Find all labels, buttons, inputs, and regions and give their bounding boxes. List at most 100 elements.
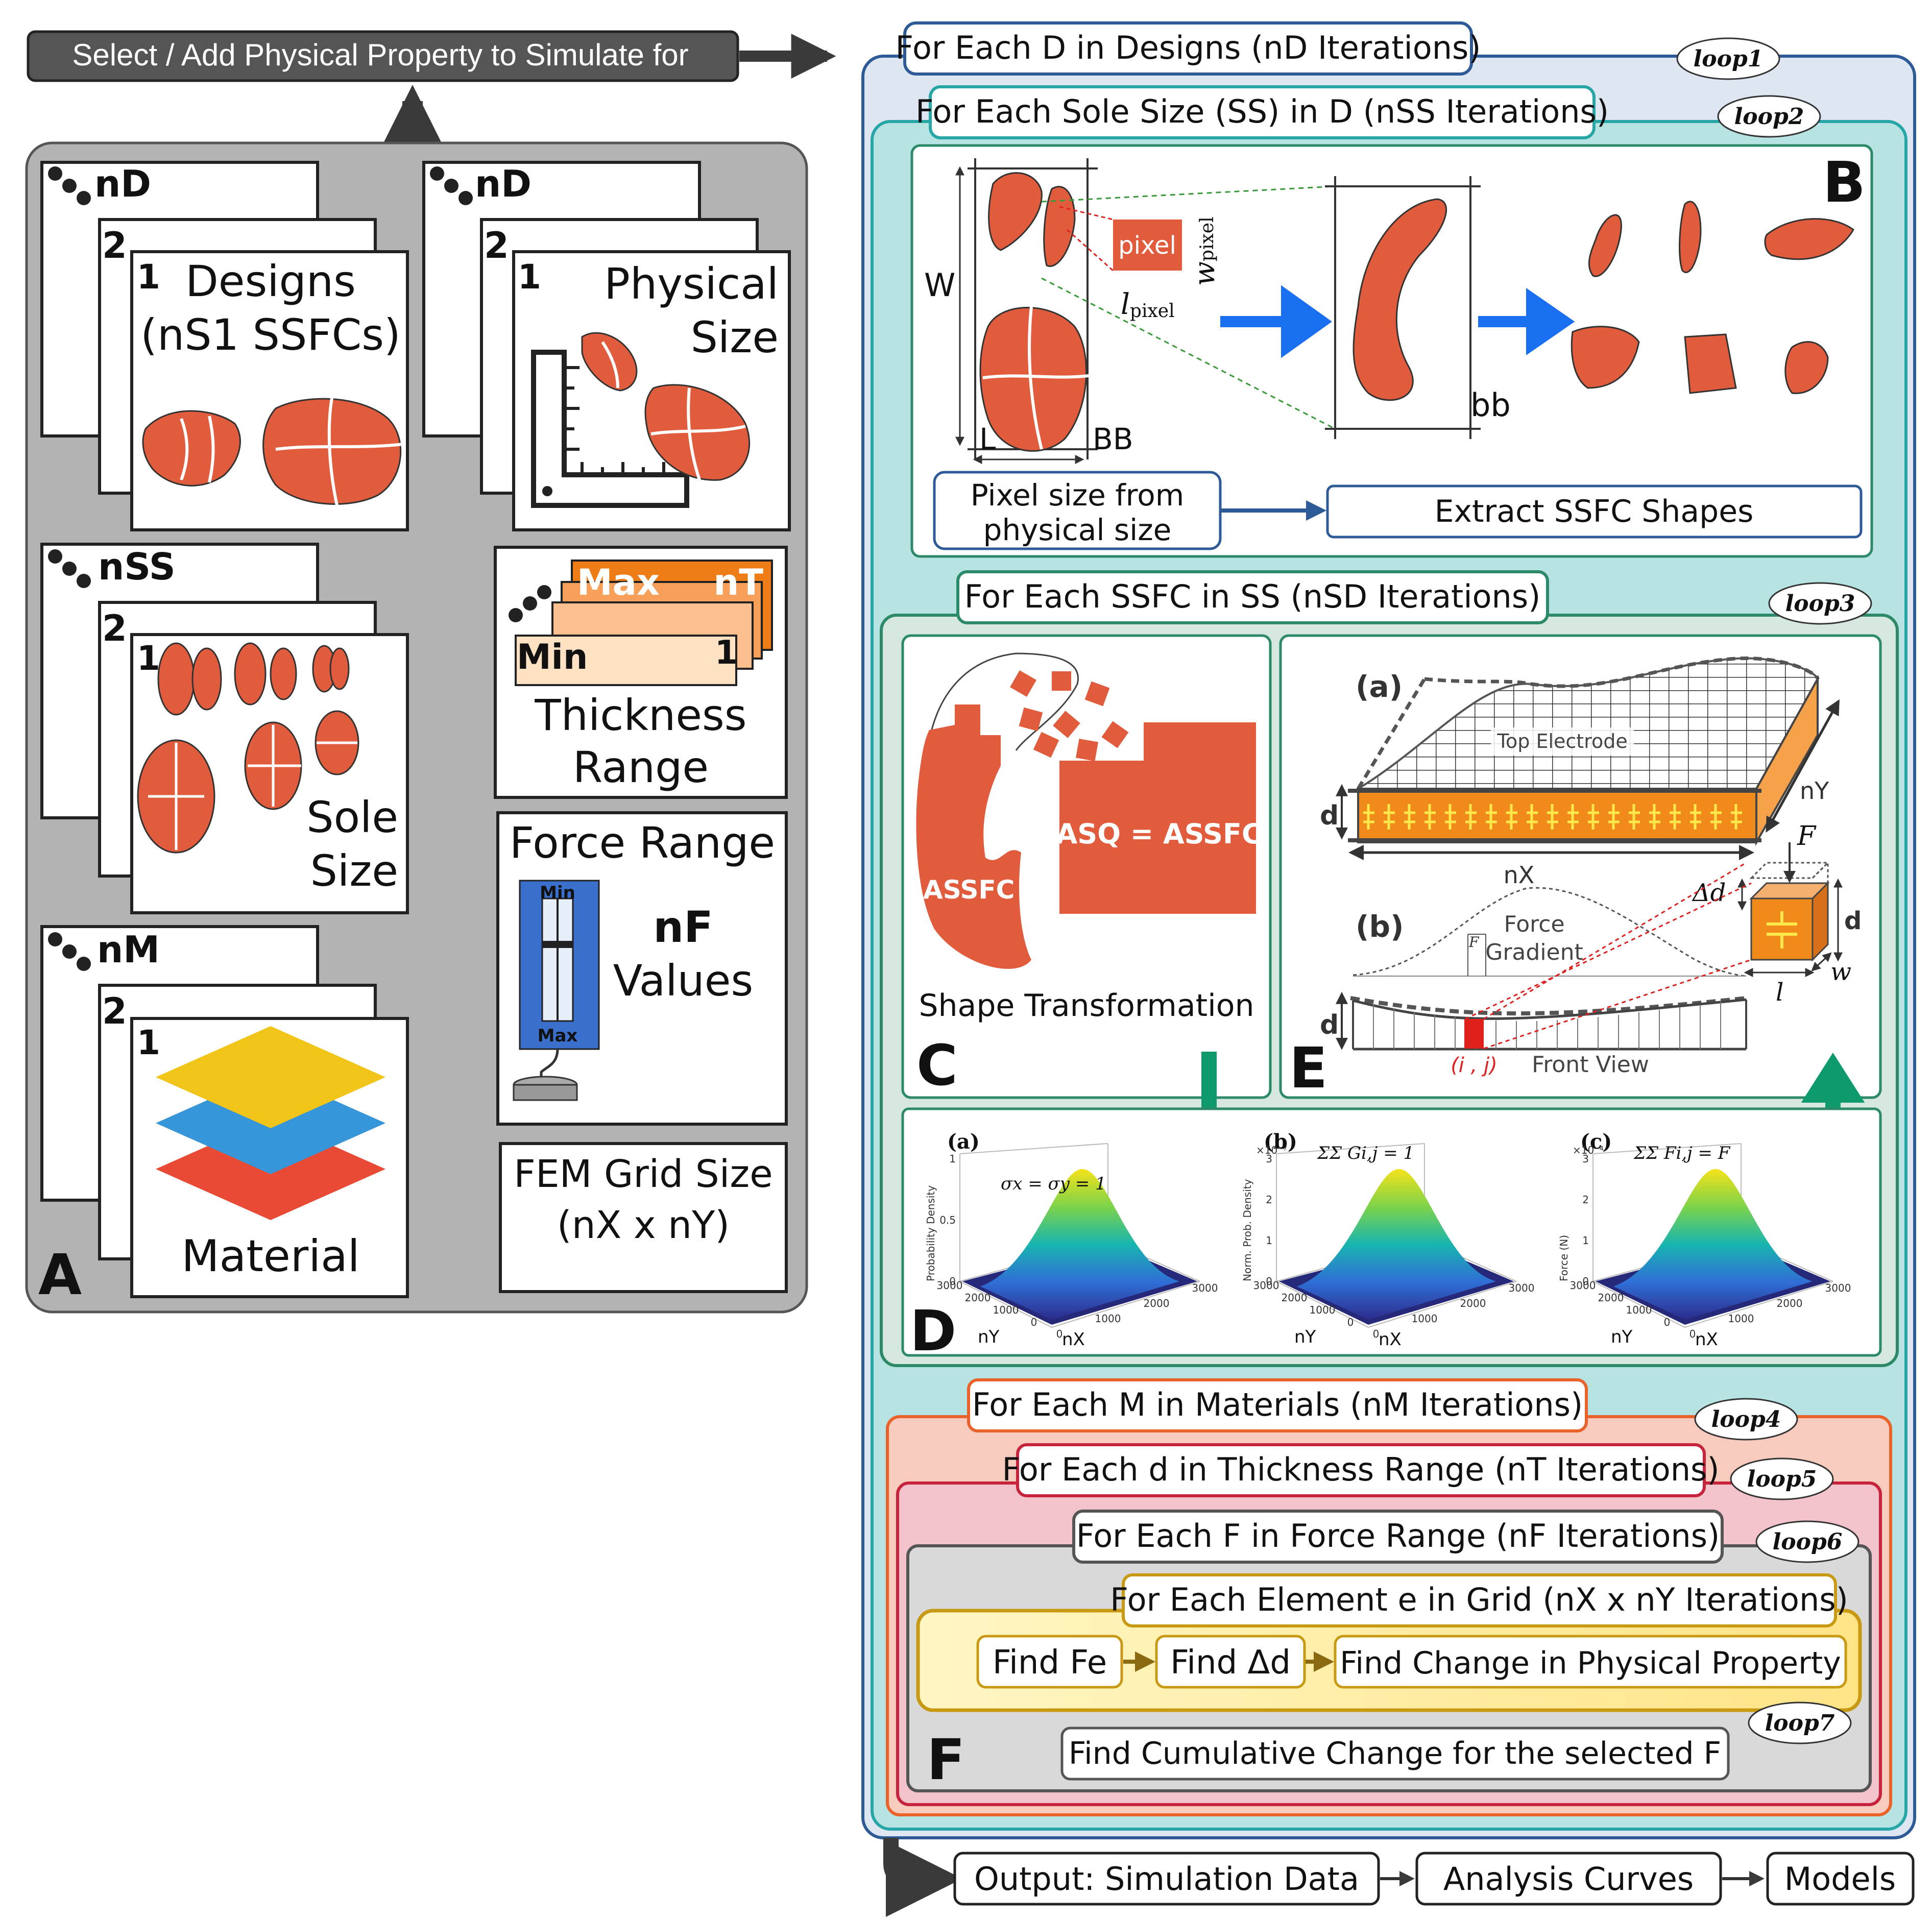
panel-c-letter: C	[916, 1033, 958, 1098]
plot-ytick: 0	[1347, 1316, 1354, 1328]
material-title: Material	[181, 1231, 359, 1282]
plot-ztick: 1	[1266, 1234, 1272, 1247]
plot-ztick: 1	[949, 1153, 956, 1165]
loop7-label-box[interactable]: For Each Element e in Grid (nX x nY Iter…	[1110, 1573, 1848, 1627]
sole-index-1: 1	[137, 639, 160, 678]
plot-tag: (a)	[947, 1130, 980, 1154]
c-ssfc-shape	[916, 704, 1031, 969]
find-fe-label: Find Fe	[993, 1644, 1107, 1682]
plot-ztick: 0	[1266, 1275, 1272, 1287]
force-values: Values	[613, 956, 753, 1006]
plot-xtick: 0	[1689, 1328, 1696, 1340]
loop2-label-box[interactable]: For Each Sole Size (SS) in D (nSS Iterat…	[915, 85, 1609, 139]
plot-xtick: 1000	[1412, 1313, 1438, 1325]
c-caption: Shape Transformation	[919, 988, 1254, 1024]
l-pixel: lpixel	[1121, 288, 1175, 322]
analysis-curves-box[interactable]: Analysis Curves	[1415, 1852, 1722, 1906]
physical-subtitle: Size	[691, 312, 779, 362]
loop6-label: For Each F in Force Range (nF Iterations…	[1076, 1517, 1720, 1554]
plot-xtick: 3000	[1509, 1282, 1535, 1294]
loop3-label: For Each SSFC in SS (nSD Iterations)	[964, 578, 1541, 615]
loop7-label: For Each Element e in Grid (nX x nY Iter…	[1110, 1581, 1848, 1618]
plot-zlabel: Probability Density	[925, 1185, 937, 1281]
loop6-label-box[interactable]: For Each F in Force Range (nF Iterations…	[1072, 1510, 1724, 1564]
output-sim-label: Output: Simulation Data	[974, 1860, 1359, 1898]
plot-ytick: 3000	[1253, 1279, 1279, 1292]
plot-xtick: 2000	[1144, 1297, 1170, 1309]
designs-index-1: 1	[137, 257, 160, 297]
pixel-from-line2: physical size	[983, 513, 1172, 547]
thickness-one: 1	[715, 634, 738, 672]
sole-size-card-stack: nSS 2 1 Sole Size	[40, 543, 409, 914]
designs-index-2: 2	[102, 225, 127, 266]
loop5-tag-text: loop5	[1747, 1466, 1817, 1492]
plot-ztick: 0	[949, 1275, 956, 1287]
plot-ztick: 2	[1266, 1194, 1272, 1206]
plot-ny: nY	[1611, 1327, 1633, 1347]
loop4-label-box[interactable]: For Each M in Materials (nM Iterations)	[967, 1378, 1588, 1432]
plot-formula: ΣΣ Fi,j = F	[1633, 1143, 1731, 1163]
extract-ssfc-box[interactable]: Extract SSFC Shapes	[1326, 484, 1863, 539]
select-physical-property[interactable]: Select / Add Physical Property to Simula…	[27, 30, 739, 82]
find-dd-box[interactable]: Find Δd	[1155, 1635, 1306, 1689]
loop1-tag-text: loop1	[1694, 46, 1764, 72]
panel-b-letter: B	[1823, 150, 1866, 215]
loop5-label-box[interactable]: For Each d in Thickness Range (nT Iterat…	[1002, 1443, 1720, 1497]
models-box[interactable]: Models	[1766, 1852, 1915, 1906]
pixel-from-box[interactable]: Pixel size from physical size	[933, 471, 1222, 550]
loop6-tag-text: loop6	[1773, 1529, 1843, 1555]
plot-ytick: 2000	[1282, 1292, 1308, 1304]
physical-index-2: 2	[484, 225, 509, 266]
loop4-tag-text: loop4	[1711, 1406, 1781, 1432]
material-index-2: 2	[102, 990, 127, 1032]
plot-zlabel: Force (N)	[1558, 1235, 1570, 1281]
loop3-label-box[interactable]: For Each SSFC in SS (nSD Iterations)	[956, 570, 1549, 624]
e-gradient: Gradient	[1485, 939, 1583, 965]
c-square	[1059, 722, 1256, 914]
loop2-tag-text: loop2	[1734, 104, 1804, 130]
b-ssfc-pieces	[1571, 201, 1854, 394]
e-F: F	[1797, 821, 1817, 852]
gaussian-surface	[1613, 1169, 1813, 1320]
plot-exponent: ×10⁻⁷	[1256, 1144, 1287, 1156]
e-nx: nX	[1504, 861, 1535, 889]
force-count: nF	[653, 902, 713, 952]
blue-arrow-1	[1220, 285, 1332, 358]
select-label: Select / Add Physical Property to Simula…	[72, 38, 688, 72]
cumulative-box[interactable]: Find Cumulative Change for the selected …	[1060, 1727, 1730, 1781]
e-force: Force	[1504, 911, 1564, 937]
material-index-1: 1	[137, 1023, 160, 1062]
e-b: (b)	[1356, 909, 1404, 944]
c-asq: ASQ = ASSFC	[1056, 818, 1262, 850]
plot-ztick: 2	[1582, 1194, 1589, 1206]
loop5-tag: loop5	[1730, 1457, 1834, 1500]
plot-ytick: 2000	[1598, 1292, 1624, 1304]
e-cube	[1750, 897, 1814, 961]
plot-ytick: 0	[1031, 1316, 1037, 1328]
pixel-label: pixel	[1118, 231, 1176, 260]
gaussian-surface	[1297, 1169, 1496, 1320]
find-fe-box[interactable]: Find Fe	[976, 1635, 1123, 1689]
plot-ztick: 0.5	[939, 1214, 956, 1226]
loop2-tag: loop2	[1717, 95, 1821, 138]
loop7-tag-text: loop7	[1765, 1710, 1835, 1736]
loop1-label-box[interactable]: For Each D in Designs (nD Iterations)	[896, 21, 1481, 76]
loop3-tag: loop3	[1768, 582, 1872, 625]
output-sim-box[interactable]: Output: Simulation Data	[953, 1852, 1380, 1906]
material-card-stack: nM 2 1 Material	[40, 925, 409, 1298]
force-gauge-icon	[513, 880, 600, 1101]
e-a: (a)	[1356, 669, 1403, 704]
loop4-label: For Each M in Materials (nM Iterations)	[972, 1386, 1583, 1423]
panel-f-letter: F	[927, 1727, 965, 1792]
e-red-element	[1464, 1019, 1484, 1049]
physical-count: nD	[475, 162, 532, 205]
sole-shoe-image	[137, 642, 359, 854]
plot-ztick: 3	[1266, 1153, 1272, 1165]
find-change-box[interactable]: Find Change in Physical Property	[1334, 1635, 1847, 1689]
panel-e: (a) Top Electrode d nX nY F Δd d	[1279, 634, 1882, 1101]
thickness-count: nT	[713, 562, 763, 603]
b-bb: bb	[1470, 386, 1511, 424]
plot-xtick: 1000	[1728, 1313, 1754, 1325]
